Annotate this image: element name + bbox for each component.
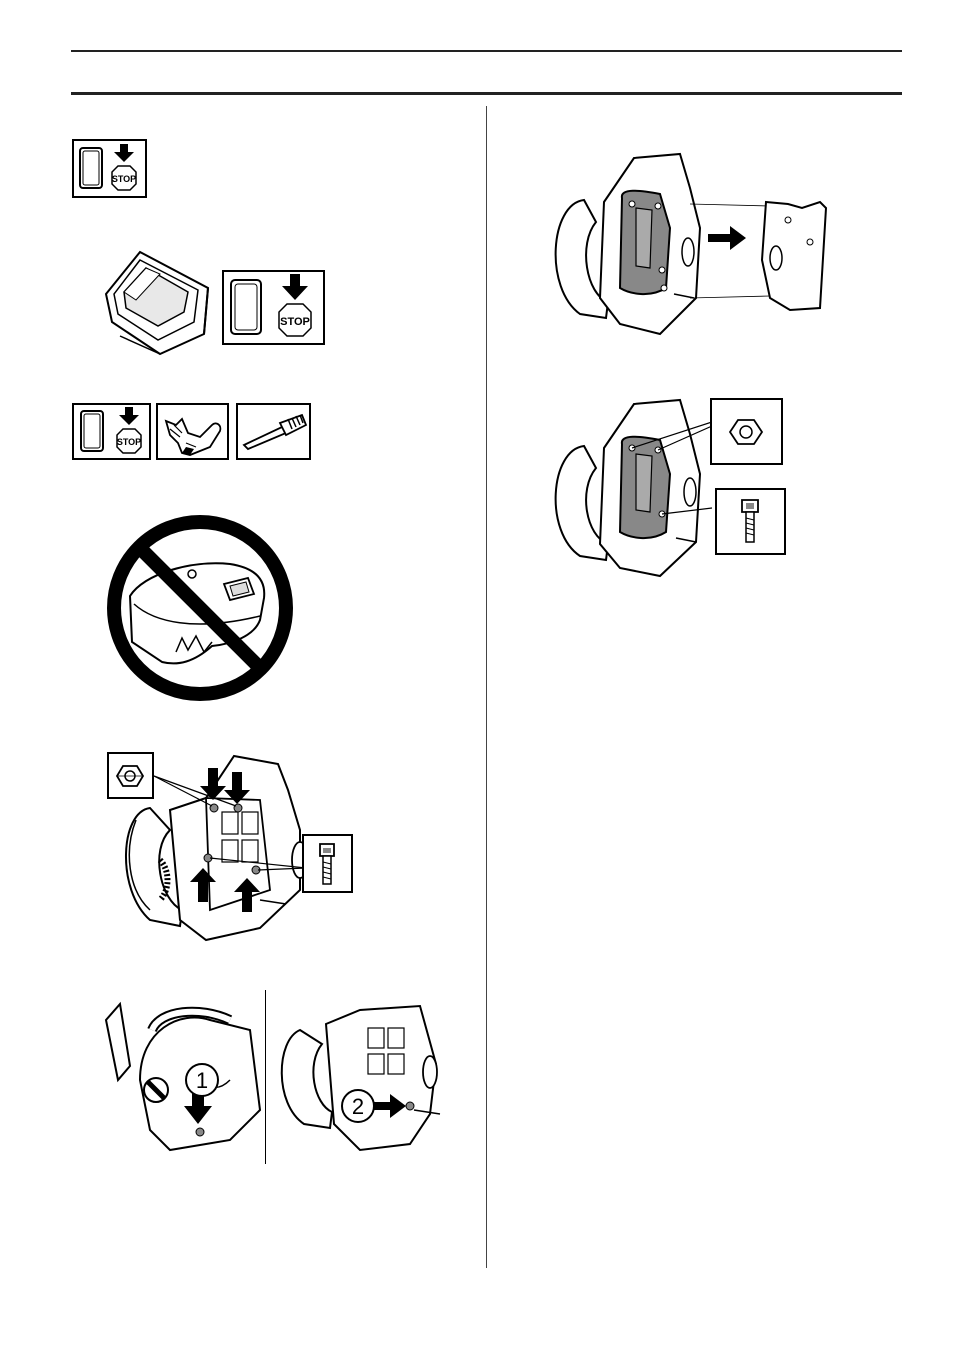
step-1-illustration: 1 <box>100 990 266 1166</box>
cover-removal-illustration <box>540 148 832 344</box>
glove-icon <box>156 403 230 461</box>
switch-stop-icon-large: STOP <box>222 270 326 346</box>
bolt-icon-box <box>302 834 354 894</box>
stop-label: STOP <box>117 437 141 447</box>
cover-fasteners-illustration <box>540 396 712 586</box>
rocker-switch-illustration <box>100 246 216 358</box>
column-divider <box>486 106 487 1268</box>
switch-stop-icon-row: STOP <box>72 403 152 461</box>
no-damaged-muffler-illustration <box>104 512 296 704</box>
header-rule-bottom <box>71 92 902 95</box>
nut-icon-box-right <box>710 398 784 466</box>
step-1-label: 1 <box>196 1068 208 1093</box>
step-2-illustration: 2 <box>270 994 446 1166</box>
brush-icon <box>236 403 312 461</box>
bolt-icon-box-right <box>715 488 787 556</box>
stop-label: STOP <box>280 316 310 328</box>
step-divider-line <box>265 990 266 1164</box>
header-rule-top <box>71 50 902 52</box>
step-2-label: 2 <box>352 1094 364 1119</box>
stop-label: STOP <box>112 174 136 184</box>
switch-stop-icon-small: STOP <box>72 139 148 199</box>
